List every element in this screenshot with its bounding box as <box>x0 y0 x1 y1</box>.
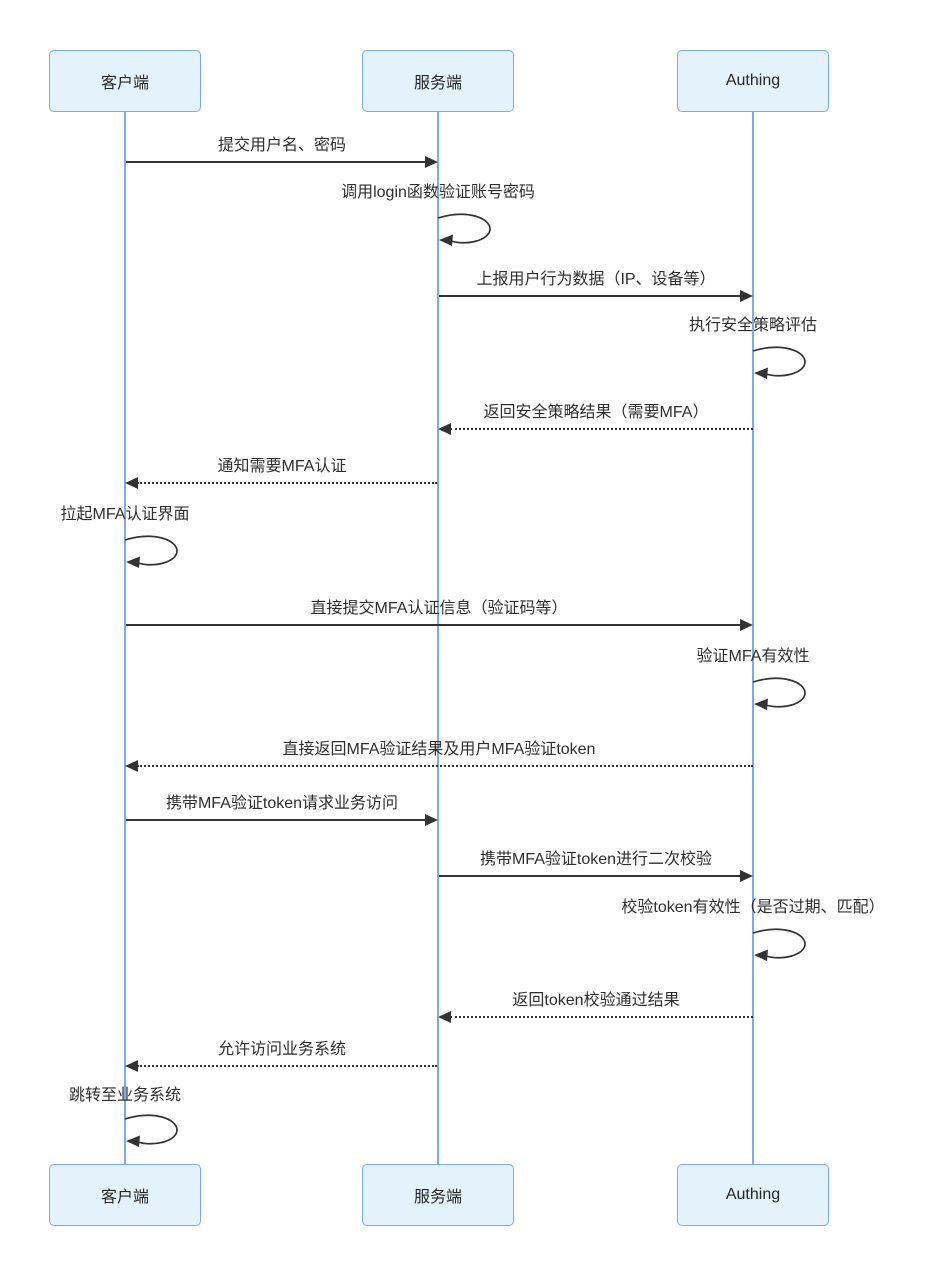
message-label: 通知需要MFA认证 <box>217 458 347 475</box>
message-arrow-line <box>126 161 428 163</box>
self-loop-arrow-icon <box>437 213 491 246</box>
message-label: 返回token校验通过结果 <box>512 992 680 1009</box>
actor-label: Authing <box>725 1186 781 1203</box>
message-label: 上报用户行为数据（IP、设备等） <box>476 271 716 288</box>
message-arrow-line <box>137 1065 437 1067</box>
actor-box-server-bottom: 服务端 <box>362 1164 514 1226</box>
self-message-label: 验证MFA有效性 <box>696 648 810 665</box>
actor-box-server-top: 服务端 <box>362 50 514 112</box>
message-arrow-line <box>126 819 428 821</box>
self-loop-arrow-icon <box>124 1114 178 1147</box>
message-arrow-line <box>439 295 741 297</box>
message-arrow-line <box>137 482 437 484</box>
actor-box-authing-bottom: Authing <box>677 1164 829 1226</box>
self-message-label: 执行安全策略评估 <box>688 317 818 334</box>
actor-label: 服务端 <box>413 1189 462 1206</box>
message-arrow-line <box>450 1016 753 1018</box>
self-message-label: 跳转至业务系统 <box>68 1087 182 1104</box>
actor-label: Authing <box>725 72 781 89</box>
arrowhead-left-icon <box>438 423 451 435</box>
arrowhead-left-icon <box>438 1011 451 1023</box>
self-loop-arrow-icon <box>124 535 178 568</box>
actor-box-client-bottom: 客户端 <box>49 1164 201 1226</box>
message-label: 允许访问业务系统 <box>217 1041 347 1058</box>
self-message-label: 校验token有效性（是否过期、匹配） <box>621 899 885 916</box>
arrowhead-right-icon <box>425 156 438 168</box>
arrowhead-left-icon <box>125 1060 138 1072</box>
message-arrow-line <box>439 875 741 877</box>
message-label: 返回安全策略结果（需要MFA） <box>483 404 709 421</box>
message-arrow-line <box>450 428 753 430</box>
actor-label: 客户端 <box>100 1189 149 1206</box>
actor-box-authing-top: Authing <box>677 50 829 112</box>
arrowhead-right-icon <box>740 290 753 302</box>
message-label: 携带MFA验证token进行二次校验 <box>479 851 713 868</box>
actor-box-client-top: 客户端 <box>49 50 201 112</box>
self-loop-arrow-icon <box>752 346 806 379</box>
arrowhead-left-icon <box>125 477 138 489</box>
message-label: 直接返回MFA验证结果及用户MFA验证token <box>282 741 596 758</box>
arrowhead-right-icon <box>740 619 753 631</box>
arrowhead-right-icon <box>740 870 753 882</box>
message-label: 携带MFA验证token请求业务访问 <box>165 795 399 812</box>
lifeline-client <box>124 112 126 1164</box>
lifeline-authing <box>752 112 754 1164</box>
arrowhead-right-icon <box>425 814 438 826</box>
actor-label: 服务端 <box>413 75 462 92</box>
actor-label: 客户端 <box>100 75 149 92</box>
message-label: 提交用户名、密码 <box>217 137 347 154</box>
self-message-label: 拉起MFA认证界面 <box>60 506 190 523</box>
lifeline-server <box>437 112 439 1164</box>
arrowhead-left-icon <box>125 760 138 772</box>
message-label: 直接提交MFA认证信息（验证码等） <box>310 600 568 617</box>
self-loop-arrow-icon <box>752 677 806 710</box>
self-loop-arrow-icon <box>752 928 806 961</box>
message-arrow-line <box>137 765 753 767</box>
message-arrow-line <box>126 624 741 626</box>
self-message-label: 调用login函数验证账号密码 <box>341 184 535 201</box>
